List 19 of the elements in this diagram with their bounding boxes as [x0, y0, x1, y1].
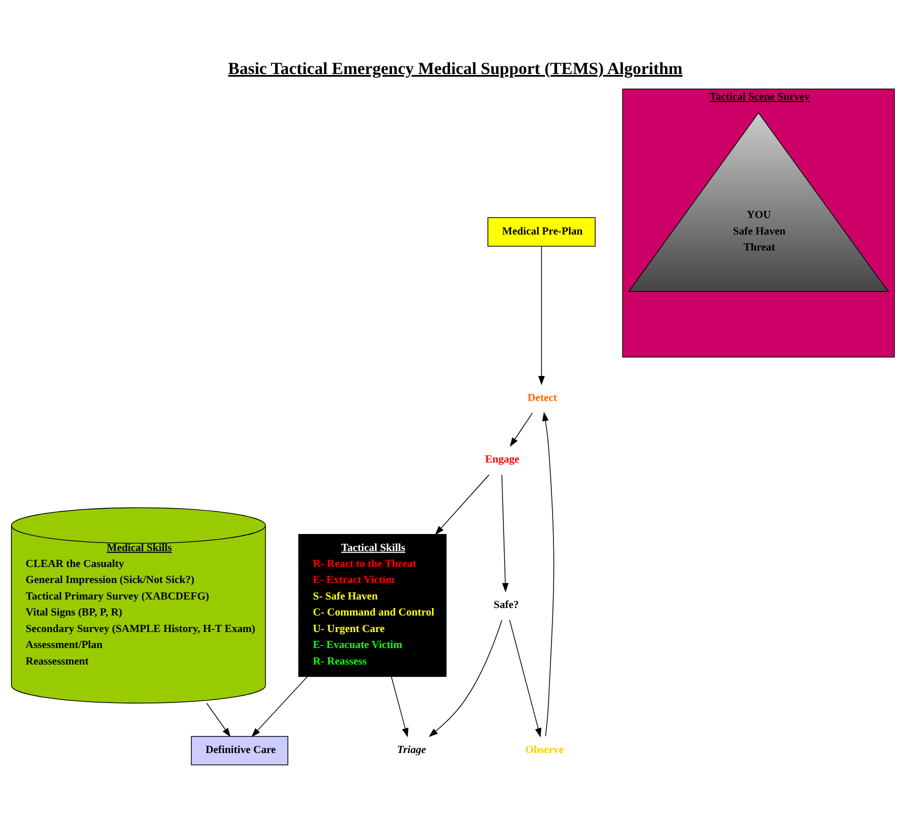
node-box: Definitive Care [190, 736, 288, 766]
arrow [428, 620, 502, 738]
arrow [509, 620, 542, 738]
arrow [501, 474, 509, 592]
node-text: Triage [397, 744, 426, 756]
node-text: Safe? [494, 598, 519, 611]
arrow [435, 474, 490, 535]
node-box: Tactical Skills R- React to the Threat E- Extract Victim S- Safe Haven C- Command and Control U- Urgent Care E- Evacuate Victim R- Reassess [298, 534, 447, 677]
arrow [206, 702, 231, 738]
node-text: Detect [528, 392, 557, 404]
arrow [251, 676, 308, 738]
diagram-title: Basic Tactical Emergency Medical Support (TEMS) Algorithm [228, 58, 683, 78]
arrow [538, 246, 545, 386]
node-text: Observe [525, 744, 564, 756]
node-text: Engage [485, 454, 520, 466]
arrow [390, 676, 408, 738]
node-box: Medical Pre-Plan [487, 217, 596, 247]
arrow [510, 412, 533, 447]
arrow [542, 412, 554, 737]
